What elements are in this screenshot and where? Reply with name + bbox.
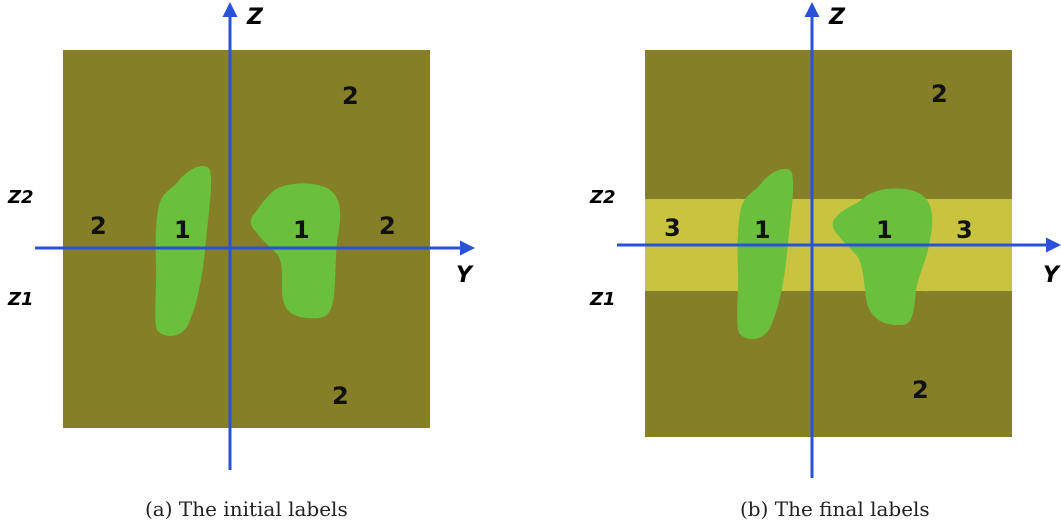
z2-label-a: Z2 <box>7 187 34 208</box>
region-background-a <box>63 50 430 428</box>
panel-a: Z Y Z2 Z1 2 2 1 1 2 2 (a) The initial la… <box>7 2 475 521</box>
label-blob-left-b: 1 <box>754 216 771 244</box>
label-bottom-b: 2 <box>912 376 929 404</box>
label-top-right-a: 2 <box>342 82 359 110</box>
label-bottom-a: 2 <box>332 382 349 410</box>
label-band-right-b: 3 <box>956 216 973 244</box>
y-axis-label-b: Y <box>1043 263 1061 288</box>
label-left-mid-a: 2 <box>90 212 107 240</box>
caption-a: (a) The initial labels <box>145 497 348 521</box>
label-top-right-b: 2 <box>931 80 948 108</box>
label-blob-left-a: 1 <box>174 216 191 244</box>
z-axis-label-a: Z <box>246 5 264 30</box>
blob-left-a <box>155 165 212 336</box>
z2-label-b: Z2 <box>589 187 616 208</box>
panel-b: Z Y Z2 Z1 2 3 1 1 3 2 (b) The final labe… <box>589 2 1061 521</box>
label-right-mid-a: 2 <box>379 212 396 240</box>
z-axis-label-b: Z <box>828 5 846 30</box>
blob-left-b <box>737 168 794 339</box>
blob-right-a <box>250 183 341 319</box>
z1-label-a: Z1 <box>7 289 34 310</box>
z1-label-b: Z1 <box>589 289 616 310</box>
blob-right-b <box>832 188 933 326</box>
label-blob-right-a: 1 <box>293 216 310 244</box>
caption-b: (b) The final labels <box>740 497 930 521</box>
y-axis-label-a: Y <box>456 263 474 288</box>
label-blob-right-b: 1 <box>876 216 893 244</box>
label-band-left-b: 3 <box>664 214 681 242</box>
